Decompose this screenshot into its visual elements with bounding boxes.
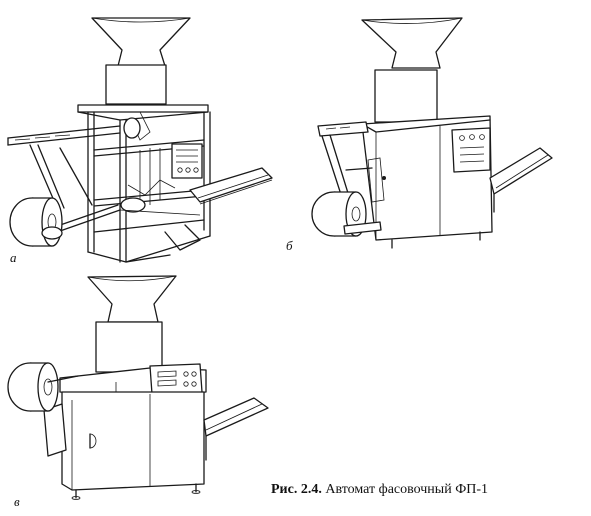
- machine-a-frame: [7, 17, 273, 263]
- label-b: б: [286, 238, 293, 253]
- figure-caption: Рис. 2.4. Автомат фасовочный ФП-1: [271, 482, 488, 498]
- machine-b-cabinet: [311, 17, 553, 249]
- caption-prefix: Рис. 2.4.: [271, 482, 322, 497]
- label-a: а: [10, 250, 17, 265]
- caption-text: Автомат фасовочный ФП-1: [325, 482, 489, 497]
- label-v: в: [14, 494, 20, 509]
- machine-v-cabinet: [7, 275, 269, 500]
